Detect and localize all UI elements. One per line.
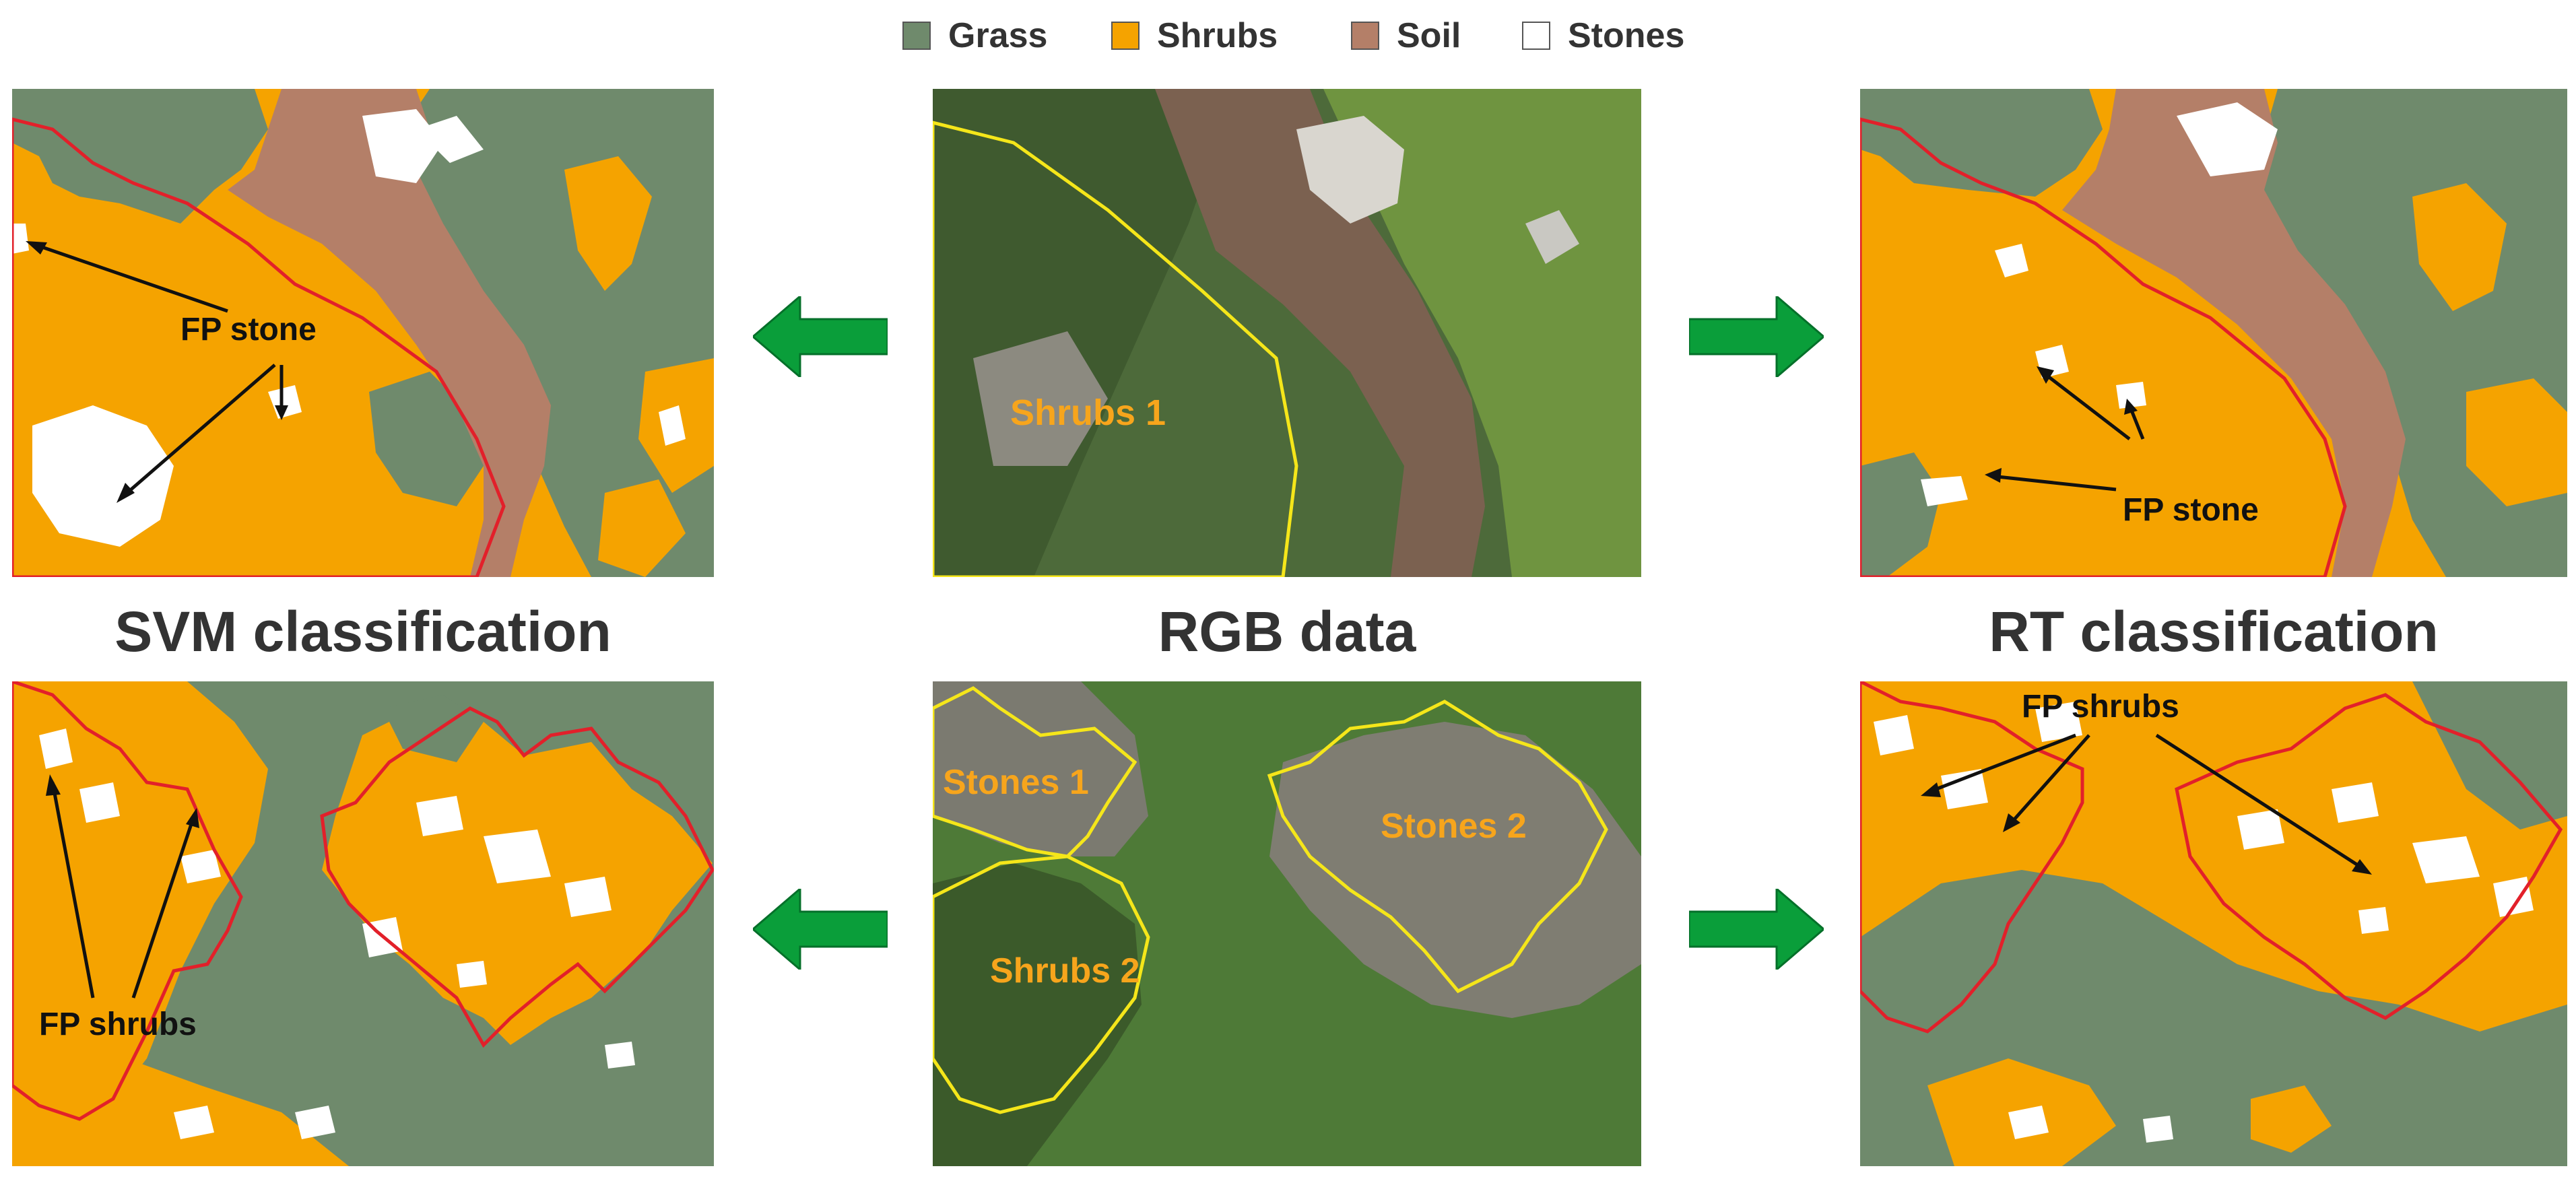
fp-shrubs-label-svm: FP shrubs <box>39 1007 197 1042</box>
legend-label-grass: Grass <box>948 16 1048 55</box>
legend-label-soil: Soil <box>1397 16 1461 55</box>
shrubs-swatch <box>1111 22 1140 50</box>
svm-map-top: FP stone <box>12 89 714 577</box>
legend-item-soil: Soil <box>1351 12 1461 59</box>
green-arrow-right-icon <box>1689 889 1824 970</box>
rgb-title: RGB data <box>1158 600 1416 663</box>
legend-label-shrubs: Shrubs <box>1157 16 1278 55</box>
soil-swatch <box>1351 22 1379 50</box>
green-arrow-left-icon <box>753 296 888 377</box>
green-arrow-right-icon <box>1689 296 1824 377</box>
svm-title: SVM classification <box>114 600 612 663</box>
legend-label-stones: Stones <box>1568 16 1685 55</box>
rgb-photo-top: Shrubs 1 <box>933 89 1641 577</box>
stones2-label: Stones 2 <box>1381 807 1527 846</box>
rt-title: RT classification <box>1989 600 2439 663</box>
legend: Grass Shrubs Soil Stones <box>0 0 2576 74</box>
stones-swatch <box>1522 22 1550 50</box>
fp-shrubs-label-rt: FP shrubs <box>2022 689 2179 724</box>
legend-item-shrubs: Shrubs <box>1111 12 1278 59</box>
rgb-photo-bottom: Stones 1 Stones 2 Shrubs 2 <box>933 681 1641 1166</box>
rt-map-top: FP stone <box>1860 89 2567 577</box>
rt-map-bottom: FP shrubs <box>1860 681 2567 1166</box>
shrubs2-label: Shrubs 2 <box>990 951 1140 990</box>
green-arrow-left-icon <box>753 889 888 970</box>
svm-map-bottom: FP shrubs <box>12 681 714 1166</box>
grass-swatch <box>902 22 931 50</box>
fp-stone-label-rt: FP stone <box>2123 492 2259 528</box>
stones1-label: Stones 1 <box>943 763 1089 802</box>
fp-stone-label-svm: FP stone <box>180 312 317 347</box>
legend-item-stones: Stones <box>1522 12 1684 59</box>
legend-item-grass: Grass <box>902 12 1047 59</box>
shrubs1-label: Shrubs 1 <box>1010 393 1166 433</box>
